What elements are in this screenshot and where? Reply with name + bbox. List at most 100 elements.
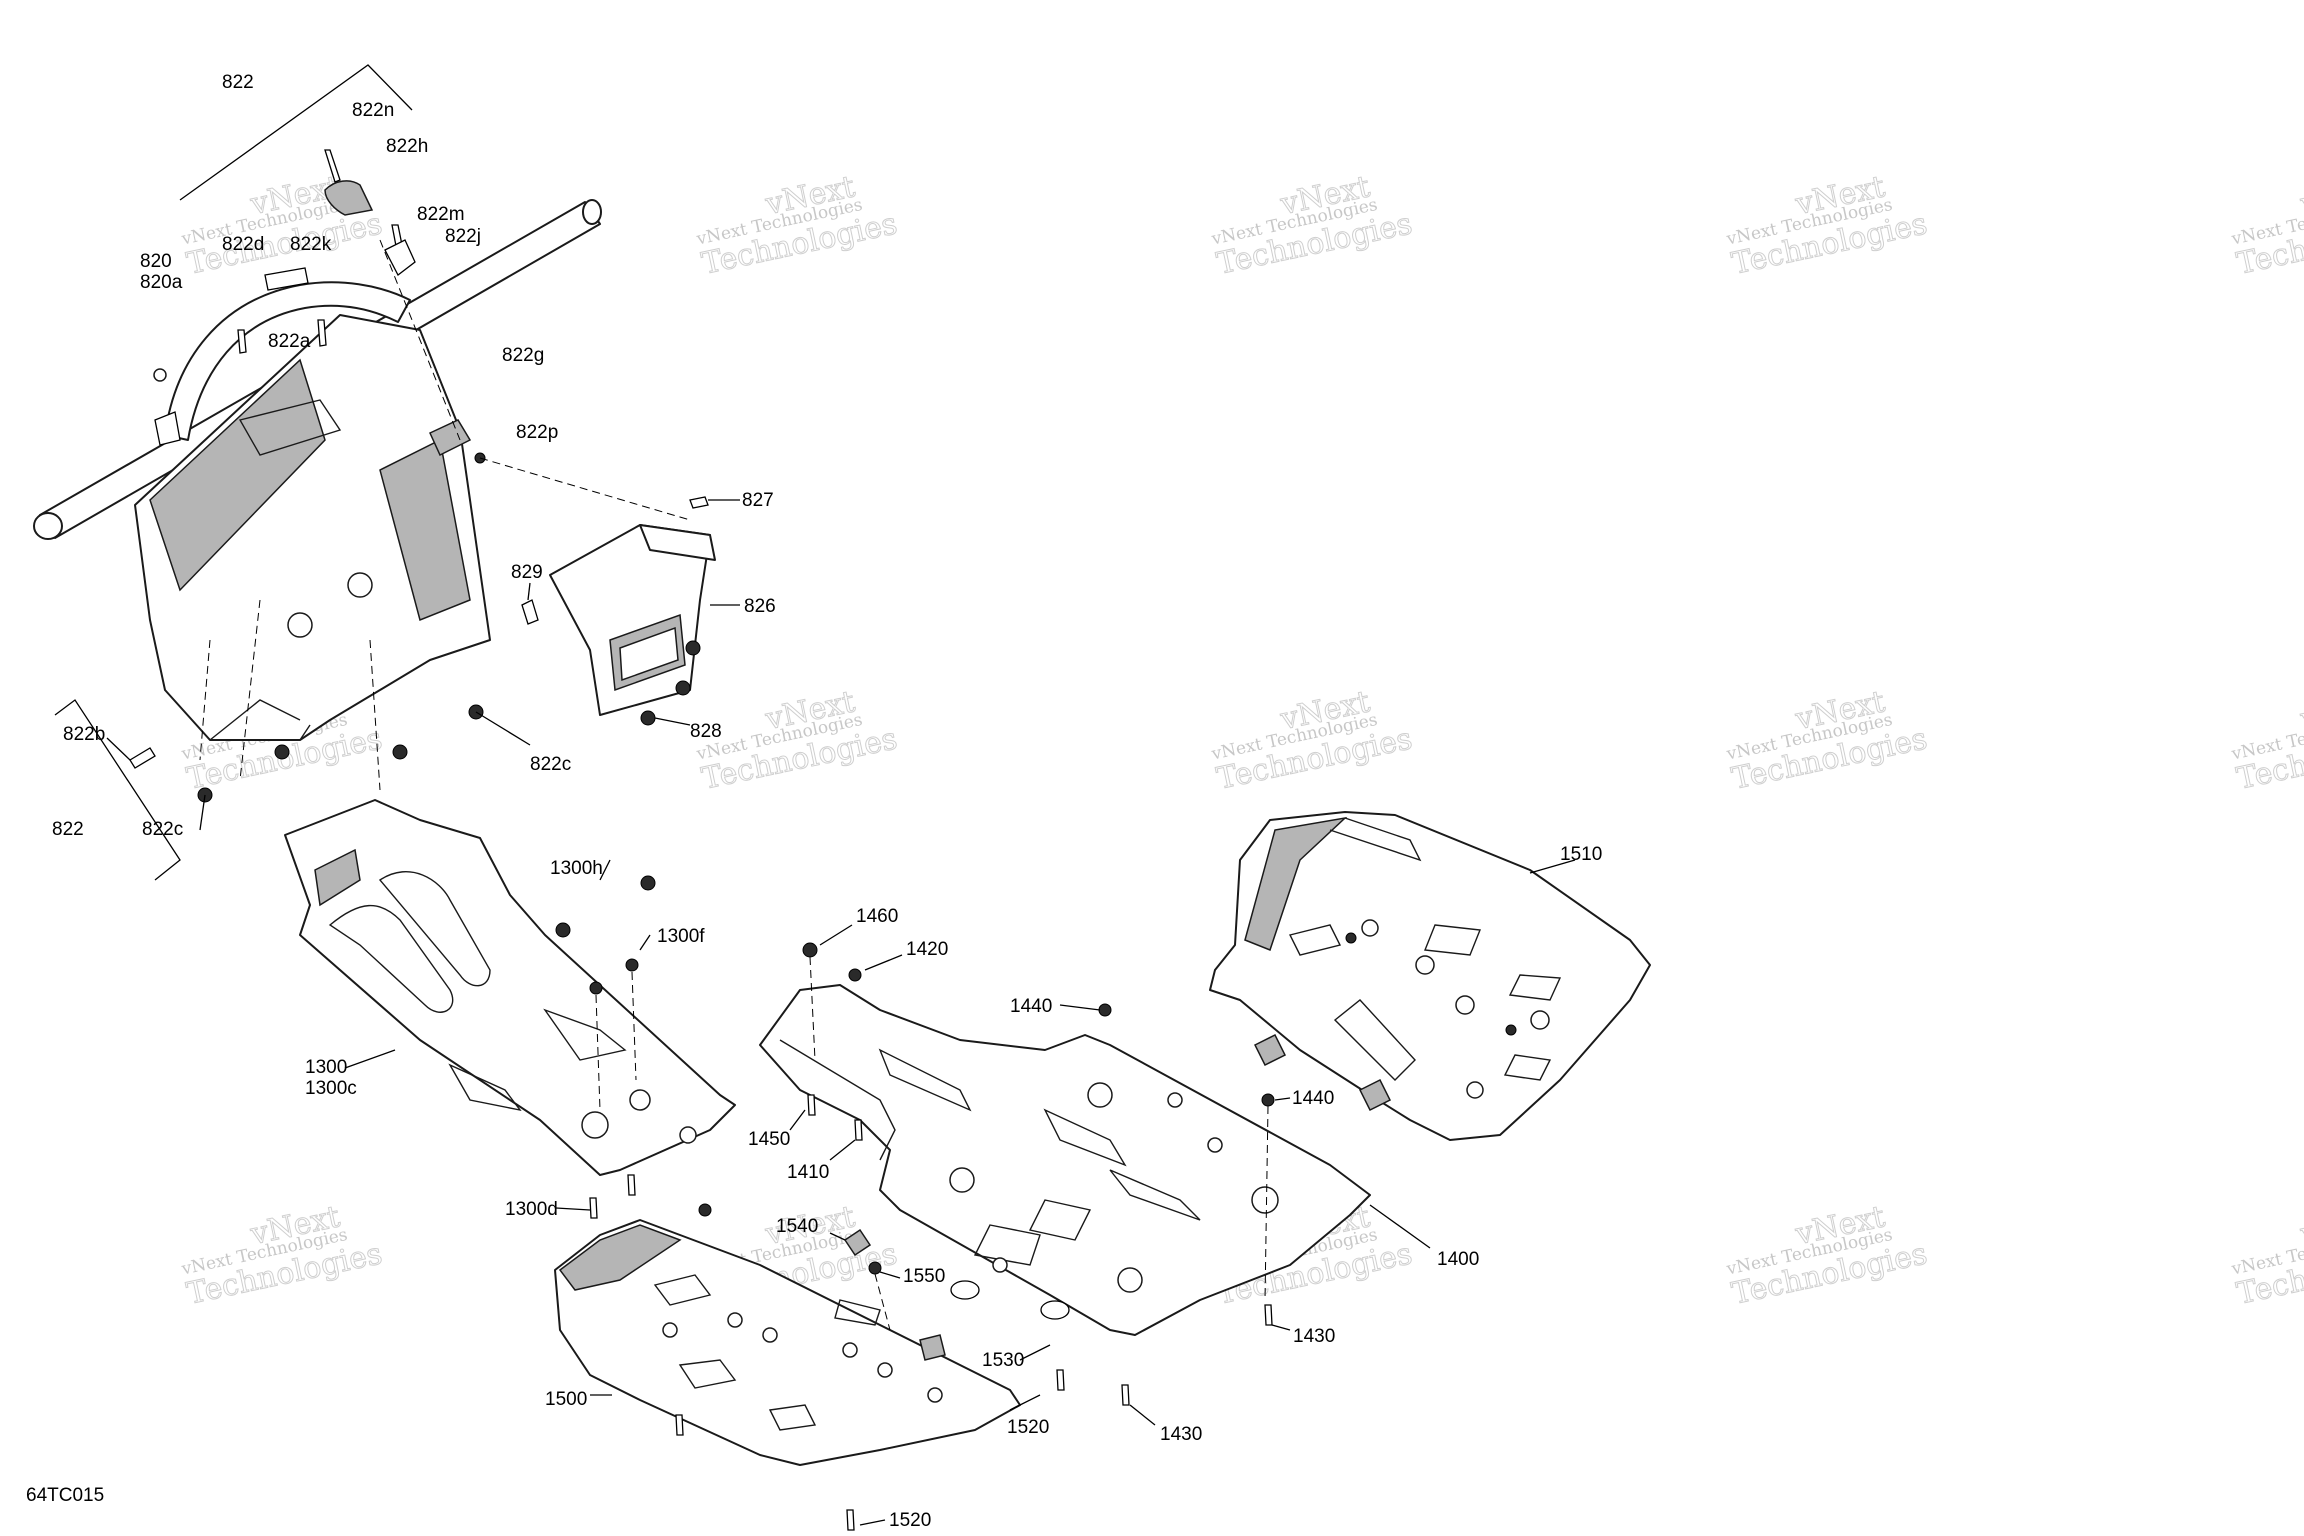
- watermark-tile: Technologies vNext Technologies vNext: [2229, 169, 2304, 283]
- bolt-1520: [1056, 1369, 1065, 1391]
- callout-822d: 822d: [222, 234, 264, 255]
- leader-1510: [1529, 859, 1576, 874]
- callout-1430: 1430: [1160, 1424, 1202, 1445]
- alignment-line: [479, 457, 691, 521]
- leader-828: [654, 717, 691, 726]
- group-bracket-822-bottom: [54, 699, 181, 881]
- bolt-1450: [807, 1094, 816, 1116]
- front-skid-plate-1300: [284, 799, 736, 1219]
- callout-1440: 1440: [1292, 1088, 1334, 1109]
- center-plate-slot: [1043, 1108, 1127, 1167]
- bolt-1430: [1121, 1384, 1130, 1406]
- leader-1450: [789, 1109, 806, 1131]
- nut-1440: [1261, 1093, 1275, 1107]
- leader-1540: [829, 1232, 846, 1241]
- washer-1530: [1040, 1300, 1070, 1320]
- bolt-1300d: [589, 1197, 598, 1219]
- plate-lower-edge: [299, 724, 311, 741]
- leader-1520: [859, 1519, 886, 1526]
- tow-mount-826: [521, 496, 740, 726]
- callout-1300d: 1300d: [505, 1199, 558, 1220]
- side-plate-slot: [834, 1299, 881, 1326]
- center-plate-hole: [949, 1167, 975, 1193]
- nut-828: [640, 710, 656, 726]
- screw-822a: [317, 319, 327, 347]
- leader-1530: [1019, 1344, 1051, 1361]
- skid-plate-hole: [679, 1126, 697, 1144]
- plate-hole: [287, 612, 313, 638]
- callout-1300f: 1300f: [657, 926, 705, 947]
- leader-822c-left: [199, 794, 206, 831]
- nut-1300f: [589, 981, 603, 995]
- plate-shadow: [379, 438, 471, 622]
- side-plate-hole: [727, 1312, 743, 1328]
- callout-827: 827: [742, 490, 774, 511]
- side-plate-hole: [762, 1327, 778, 1343]
- leader-1460: [819, 924, 853, 946]
- callout-822b: 822b: [63, 724, 105, 745]
- side-plate-hole: [877, 1362, 893, 1378]
- watermark-tile: Technologies vNext Technologies vNext: [694, 169, 901, 283]
- alignment-line: [631, 971, 637, 1081]
- watermark-tile: Technologies vNext Technologies vNext: [1724, 684, 1931, 798]
- nut-1300f: [625, 958, 639, 972]
- nut-1300d: [698, 1203, 712, 1217]
- plate-hole: [347, 572, 373, 598]
- alignment-line: [239, 599, 261, 781]
- nut-822c: [274, 744, 290, 760]
- clamp-820a: [154, 411, 181, 446]
- skid-plate-shade: [314, 848, 361, 907]
- leader-822c-right: [475, 711, 531, 746]
- leader-1520: [1009, 1394, 1041, 1411]
- callout-1460: 1460: [856, 906, 898, 927]
- skid-plate-hole: [581, 1111, 609, 1139]
- callout-1540: 1540: [776, 1216, 818, 1237]
- rear-plate-shade: [1244, 816, 1348, 951]
- bolt-829: [521, 599, 539, 625]
- side-plate-shade: [558, 1224, 682, 1291]
- side-plate-hole: [927, 1387, 943, 1403]
- watermark-tile: Technologies vNext Technologies vNext: [1724, 169, 1931, 283]
- center-plate-slot: [1109, 1169, 1201, 1221]
- skid-plate-slot: [543, 1008, 627, 1061]
- center-skid-plate-1400: [759, 924, 1431, 1426]
- center-plate-hole: [1087, 1082, 1113, 1108]
- side-skid-plate-1500: [554, 1203, 1070, 1531]
- side-plate-slot: [653, 1274, 712, 1306]
- callout-822j: 822j: [445, 226, 481, 247]
- mount-clip: [1358, 1078, 1392, 1112]
- callout-828: 828: [690, 721, 722, 742]
- rear-skid-plate-1510: [1209, 811, 1651, 1141]
- rear-plate-slot: [1508, 974, 1562, 1001]
- bolt-1520: [846, 1509, 855, 1531]
- skid-plate-body: [284, 799, 736, 1176]
- bumper-tube-end: [582, 199, 602, 225]
- clip-822g: [429, 419, 472, 457]
- leader-1550: [879, 1271, 901, 1279]
- washer-1530: [950, 1280, 980, 1300]
- leader-1300d: [555, 1207, 591, 1211]
- bolt-hole: [153, 368, 167, 382]
- center-plate-hole: [1207, 1137, 1223, 1153]
- diagram-code: 64TC015: [26, 1485, 104, 1506]
- label-822d: [264, 267, 309, 291]
- watermark-tile: Technologies vNext Technologies vNext: [179, 1199, 386, 1313]
- callout-822c: 822c: [142, 819, 183, 840]
- watermark-tile: Technologies vNext Technologies vNext: [2229, 1199, 2304, 1313]
- rear-plate-hole: [1466, 1081, 1484, 1099]
- leader-822b: [106, 737, 131, 761]
- alignment-line: [1264, 1105, 1269, 1301]
- callout-822: 822: [52, 819, 84, 840]
- bolt-827: [689, 496, 709, 509]
- skid-plate-rib: [328, 904, 454, 1013]
- side-plate-hole: [842, 1342, 858, 1358]
- leader-1430: [1271, 1324, 1291, 1331]
- callout-labels: 822 822n 822h 822m 822j 822d 822k 820 82…: [52, 72, 1602, 1531]
- side-plate-slot: [678, 1359, 737, 1389]
- callout-822k: 822k: [290, 234, 332, 255]
- callout-822c: 822c: [530, 754, 571, 775]
- tow-mount-top: [639, 524, 716, 561]
- callout-822h: 822h: [386, 136, 428, 157]
- alignment-line: [199, 639, 211, 761]
